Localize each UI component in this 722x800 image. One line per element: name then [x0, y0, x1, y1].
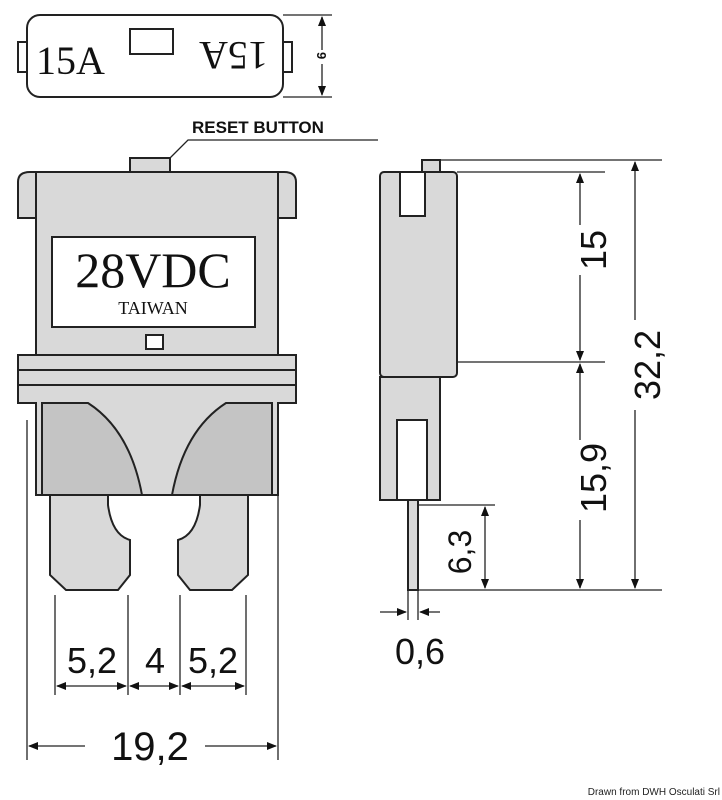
total-height: 32,2: [627, 330, 668, 400]
prong-width-right: 5,2: [188, 640, 238, 681]
origin-label: TAIWAN: [118, 298, 188, 318]
left-prong: [49, 494, 131, 591]
prong-gap: 4: [145, 640, 165, 681]
prong-width-left: 5,2: [67, 640, 117, 681]
side-dimensions: 15 15,9 32,2 6,3 0,6: [380, 159, 668, 672]
credit-text: Drawn from DWH Osculati Srl: [587, 787, 720, 798]
reset-button-label: RESET BUTTON: [192, 118, 324, 137]
front-dimensions: 5,2 4 5,2 19,2: [26, 420, 279, 769]
front-view: 28VDC TAIWAN: [17, 157, 297, 591]
side-prong: [407, 499, 419, 591]
reset-button-top: [129, 28, 174, 55]
rating-right: 15A: [199, 33, 268, 78]
prong-thickness: 0,6: [395, 631, 445, 672]
top-body: [26, 14, 284, 98]
lower-height: 15,9: [573, 443, 614, 513]
side-view: [379, 159, 458, 591]
height-dim-label: 9: [314, 52, 329, 59]
right-prong: [177, 494, 249, 591]
reset-leader-line: [169, 139, 378, 159]
rating-left: 15A: [36, 38, 105, 83]
voltage-label: 28VDC: [75, 242, 231, 298]
prong-length: 6,3: [442, 530, 478, 574]
label-box: [51, 236, 256, 328]
top-view: 15A 15A 9: [17, 14, 332, 98]
body-height: 15: [573, 230, 614, 270]
total-width: 19,2: [111, 725, 189, 769]
